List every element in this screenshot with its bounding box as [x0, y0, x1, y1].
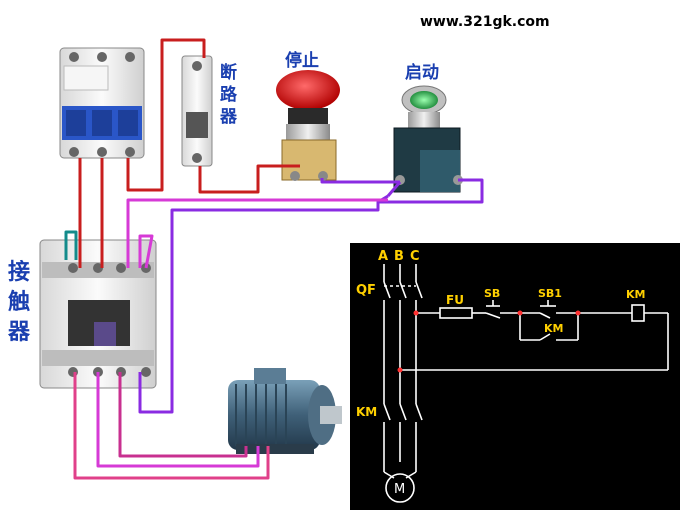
- schematic-sb1-label: SB1: [538, 287, 562, 300]
- schematic-phase-a: A: [378, 249, 388, 264]
- schematic-km-main-label: KM: [356, 405, 377, 419]
- contactor-label-char-3: 器: [8, 320, 31, 345]
- motor-wires: [73, 372, 270, 480]
- single-pole-breaker: [181, 55, 213, 167]
- contactor-label: 接 触 器: [8, 258, 38, 348]
- breaker-label-char-2: 路: [220, 85, 237, 105]
- schematic-diagram: A B C QF FU SB SB1 KM KM KM M: [350, 243, 680, 510]
- start-push-button: [393, 85, 463, 193]
- three-pole-breaker: [59, 47, 145, 159]
- contactor-label-char-1: 接: [8, 260, 31, 285]
- schematic-qf-label: QF: [356, 283, 376, 298]
- schematic-sb-label: SB: [484, 287, 500, 300]
- start-button-label: 启动: [405, 63, 439, 83]
- power-supply-wires: [64, 38, 300, 268]
- stop-button-label: 停止: [285, 51, 319, 71]
- control-circuit-wires: [126, 178, 484, 414]
- breaker-label-char-1: 断: [220, 63, 237, 83]
- breaker-label-char-3: 器: [220, 107, 237, 127]
- stop-push-button: [276, 70, 340, 181]
- schematic-km-coil-label: KM: [626, 288, 645, 301]
- schematic-motor-label: M: [394, 482, 405, 497]
- three-phase-motor: [228, 368, 342, 454]
- website-watermark: www.321gk.com: [420, 14, 550, 30]
- schematic-phase-c: C: [410, 249, 420, 264]
- schematic-km-aux-label: KM: [544, 322, 563, 335]
- schematic-fu-label: FU: [446, 293, 464, 307]
- contactor-label-char-2: 触: [8, 290, 31, 315]
- contactor: [39, 239, 157, 389]
- schematic-phase-b: B: [394, 249, 404, 264]
- breaker-label: 断 路 器: [220, 62, 244, 128]
